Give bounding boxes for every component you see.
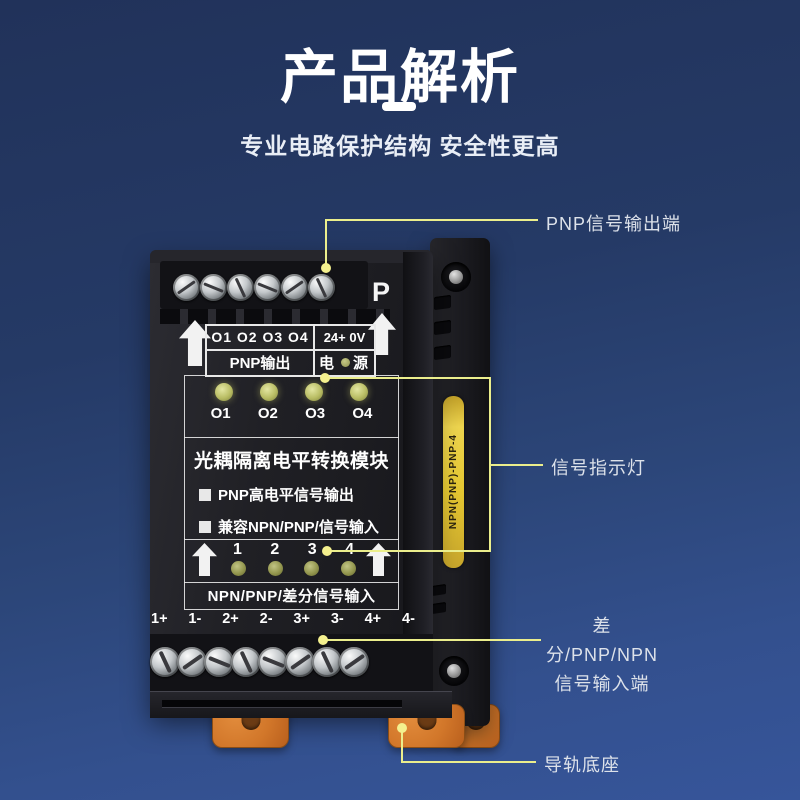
mount-screw-top [441,262,471,292]
terminal-pin-label: 2- [259,611,273,627]
terminal-screw [285,647,315,677]
pnp-output-label: PNP输出 [207,350,315,375]
indicator-section: O1 O2 O3 O4 [184,375,399,438]
terminal-pin-labels: 1+ 1- 2+ 2- 3+ 3- 4+ 4- [151,611,415,627]
terminal-screw [308,274,335,301]
callout-diff-input-line2: 信号输入端 [554,673,650,694]
terminal-screw [231,647,261,677]
page-subtitle: 专业电路保护结构 安全性更高 [240,133,560,159]
terminal-pin-label: 3+ [293,611,310,627]
input-channel-section: 1 2 3 4 [184,538,399,583]
terminal-screw [200,274,227,301]
input-label-section: NPN/PNP/差分信号输入 [184,582,399,610]
callout-rail-base: 导轨底座 [544,755,620,775]
terminal-pin-label: 2+ [222,611,239,627]
output-legend-table: O1 O2 O3 O4 24+ 0V PNP输出 电 源 [205,324,376,377]
input-number: 3 [307,541,317,558]
indicator-label: O3 [305,405,326,422]
led-in1 [231,561,246,576]
power-label: 电 源 [318,355,370,373]
vent-slot [434,344,451,361]
vent-slot [432,584,446,596]
callout-pnp-output: PNP信号输出端 [546,214,682,234]
feature-text: 兼容NPN/PNP/信号输入 [218,519,379,536]
input-number: 1 [233,541,242,558]
p-marking: P [372,277,391,307]
led-in4 [340,561,356,576]
rail-groove [162,700,402,708]
vent-slot [434,294,451,311]
model-label: NPN(PNP)-PNP-4 [443,396,464,568]
title-underline [382,102,416,111]
power-pins-label: 24+ 0V [315,326,374,351]
indicator-label: O4 [352,405,373,422]
terminal-pin-label: 3- [330,611,344,627]
terminal-screw [173,274,200,301]
input-numbers: 1 2 3 4 [185,538,398,559]
feature-list: PNP高电平信号输出 兼容NPN/PNP/信号输入 [185,484,398,537]
indicator-labels: O1 O2 O3 O4 [185,401,398,422]
led-in3 [304,561,320,576]
page-title: 产品解析 [279,45,520,110]
led-o4 [350,383,369,401]
terminal-pin-label: 4- [402,611,415,627]
terminal-screw [227,274,254,301]
feature-text: PNP高电平信号输出 [218,487,354,504]
led-o3 [305,383,324,401]
module-name: 光耦隔离电平转换模块 [193,451,389,472]
terminal-screw [177,647,207,677]
input-type-label: NPN/PNP/差分信号输入 [207,588,376,605]
output-channels-label: O1 O2 O3 O4 [207,326,315,351]
mount-screw-bottom [439,656,469,686]
terminal-screw [258,647,288,677]
square-bullet-icon [199,488,211,501]
led-in2 [267,561,283,576]
square-bullet-icon [199,520,211,533]
led-o1 [214,383,233,401]
terminal-screw [150,647,180,677]
terminal-pin-label: 1- [188,611,202,627]
rail-base-plate [150,691,452,718]
terminal-screw [204,647,234,677]
vent-slot [432,602,446,614]
terminal-separators [160,309,390,324]
terminal-screw [312,647,342,677]
power-led [341,357,350,367]
input-leds [185,559,398,576]
module-info-section: 光耦隔离电平转换模块 PNP高电平信号输出 兼容NPN/PNP/信号输入 [184,437,399,540]
terminal-screw [339,647,369,677]
terminal-pin-label: 4+ [364,611,382,627]
terminal-screw [281,274,308,301]
indicator-label: O2 [257,405,278,422]
feature-item: 兼容NPN/PNP/信号输入 [199,516,398,537]
callout-diff-input-line1: 差分/PNP/NPN [545,616,659,665]
callout-diff-input: 差分/PNP/NPN 信号输入端 [543,612,661,698]
indicator-leds [185,376,398,401]
vent-slot [434,319,451,336]
indicator-label: O1 [210,405,231,422]
callout-indicator: 信号指示灯 [551,458,646,478]
feature-item: PNP高电平信号输出 [199,484,398,505]
input-number: 4 [345,541,354,558]
led-o2 [259,383,278,401]
terminal-screw [254,274,281,301]
terminal-pin-label: 1+ [151,611,168,627]
input-number: 2 [270,541,280,558]
